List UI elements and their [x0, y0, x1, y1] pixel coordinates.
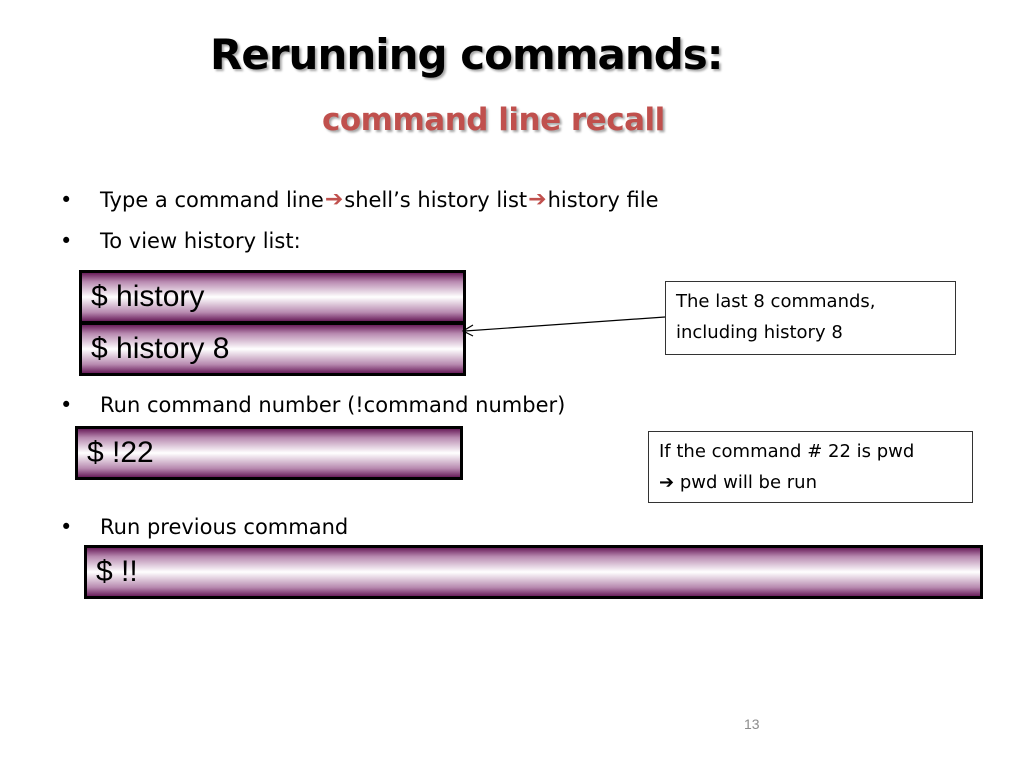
- command-box-bang-bang: $ !!: [84, 545, 983, 599]
- command-box-bang-22: $ !22: [75, 426, 463, 480]
- command-box-history-8: $ history 8: [79, 322, 466, 376]
- bullet-dot: •: [60, 515, 73, 539]
- slide-title: Rerunning commands:: [210, 30, 724, 79]
- command-text: $ history 8: [91, 332, 230, 365]
- page-number: 13: [744, 716, 760, 732]
- callout-bang-22: If the command # 22 is pwd ➔ pwd will be…: [648, 431, 973, 503]
- command-text: $ history: [91, 280, 205, 313]
- bullet-text: Run previous command: [100, 515, 349, 539]
- callout-line: The last 8 commands,: [676, 291, 876, 312]
- bullet-text: To view history list:: [100, 229, 301, 253]
- bullet-view-history: • To view history list:: [60, 229, 301, 253]
- callout-line: ➔ pwd will be run: [659, 467, 962, 498]
- bullet-history-flow: • Type a command line ➔ shell’s history …: [60, 187, 659, 212]
- right-arrow-icon: ➔: [659, 472, 675, 493]
- bullet-text: history file: [547, 187, 659, 212]
- right-arrow-icon: ➔: [324, 187, 344, 212]
- bullet-text: shell’s history list: [344, 187, 528, 212]
- bullet-run-previous: • Run previous command: [60, 515, 348, 539]
- bullet-dot: •: [60, 229, 73, 253]
- bullet-dot: •: [60, 393, 73, 417]
- bullet-dot: •: [60, 187, 73, 212]
- bullet-text: Run command number (!command number): [100, 393, 566, 417]
- bullet-run-number: • Run command number (!command number): [60, 393, 565, 417]
- command-text: $ !!: [96, 555, 138, 588]
- callout-line: If the command # 22 is pwd: [659, 441, 915, 462]
- callout-history-8: The last 8 commands, including history 8: [665, 281, 956, 355]
- slide-subtitle: command line recall: [322, 102, 665, 138]
- callout-text: pwd will be run: [674, 472, 817, 493]
- bullet-text: Type a command line: [100, 187, 324, 212]
- command-text: $ !22: [87, 436, 154, 469]
- right-arrow-icon: ➔: [528, 187, 547, 212]
- command-box-history: $ history: [79, 270, 466, 324]
- callout-line: including history 8: [676, 322, 843, 343]
